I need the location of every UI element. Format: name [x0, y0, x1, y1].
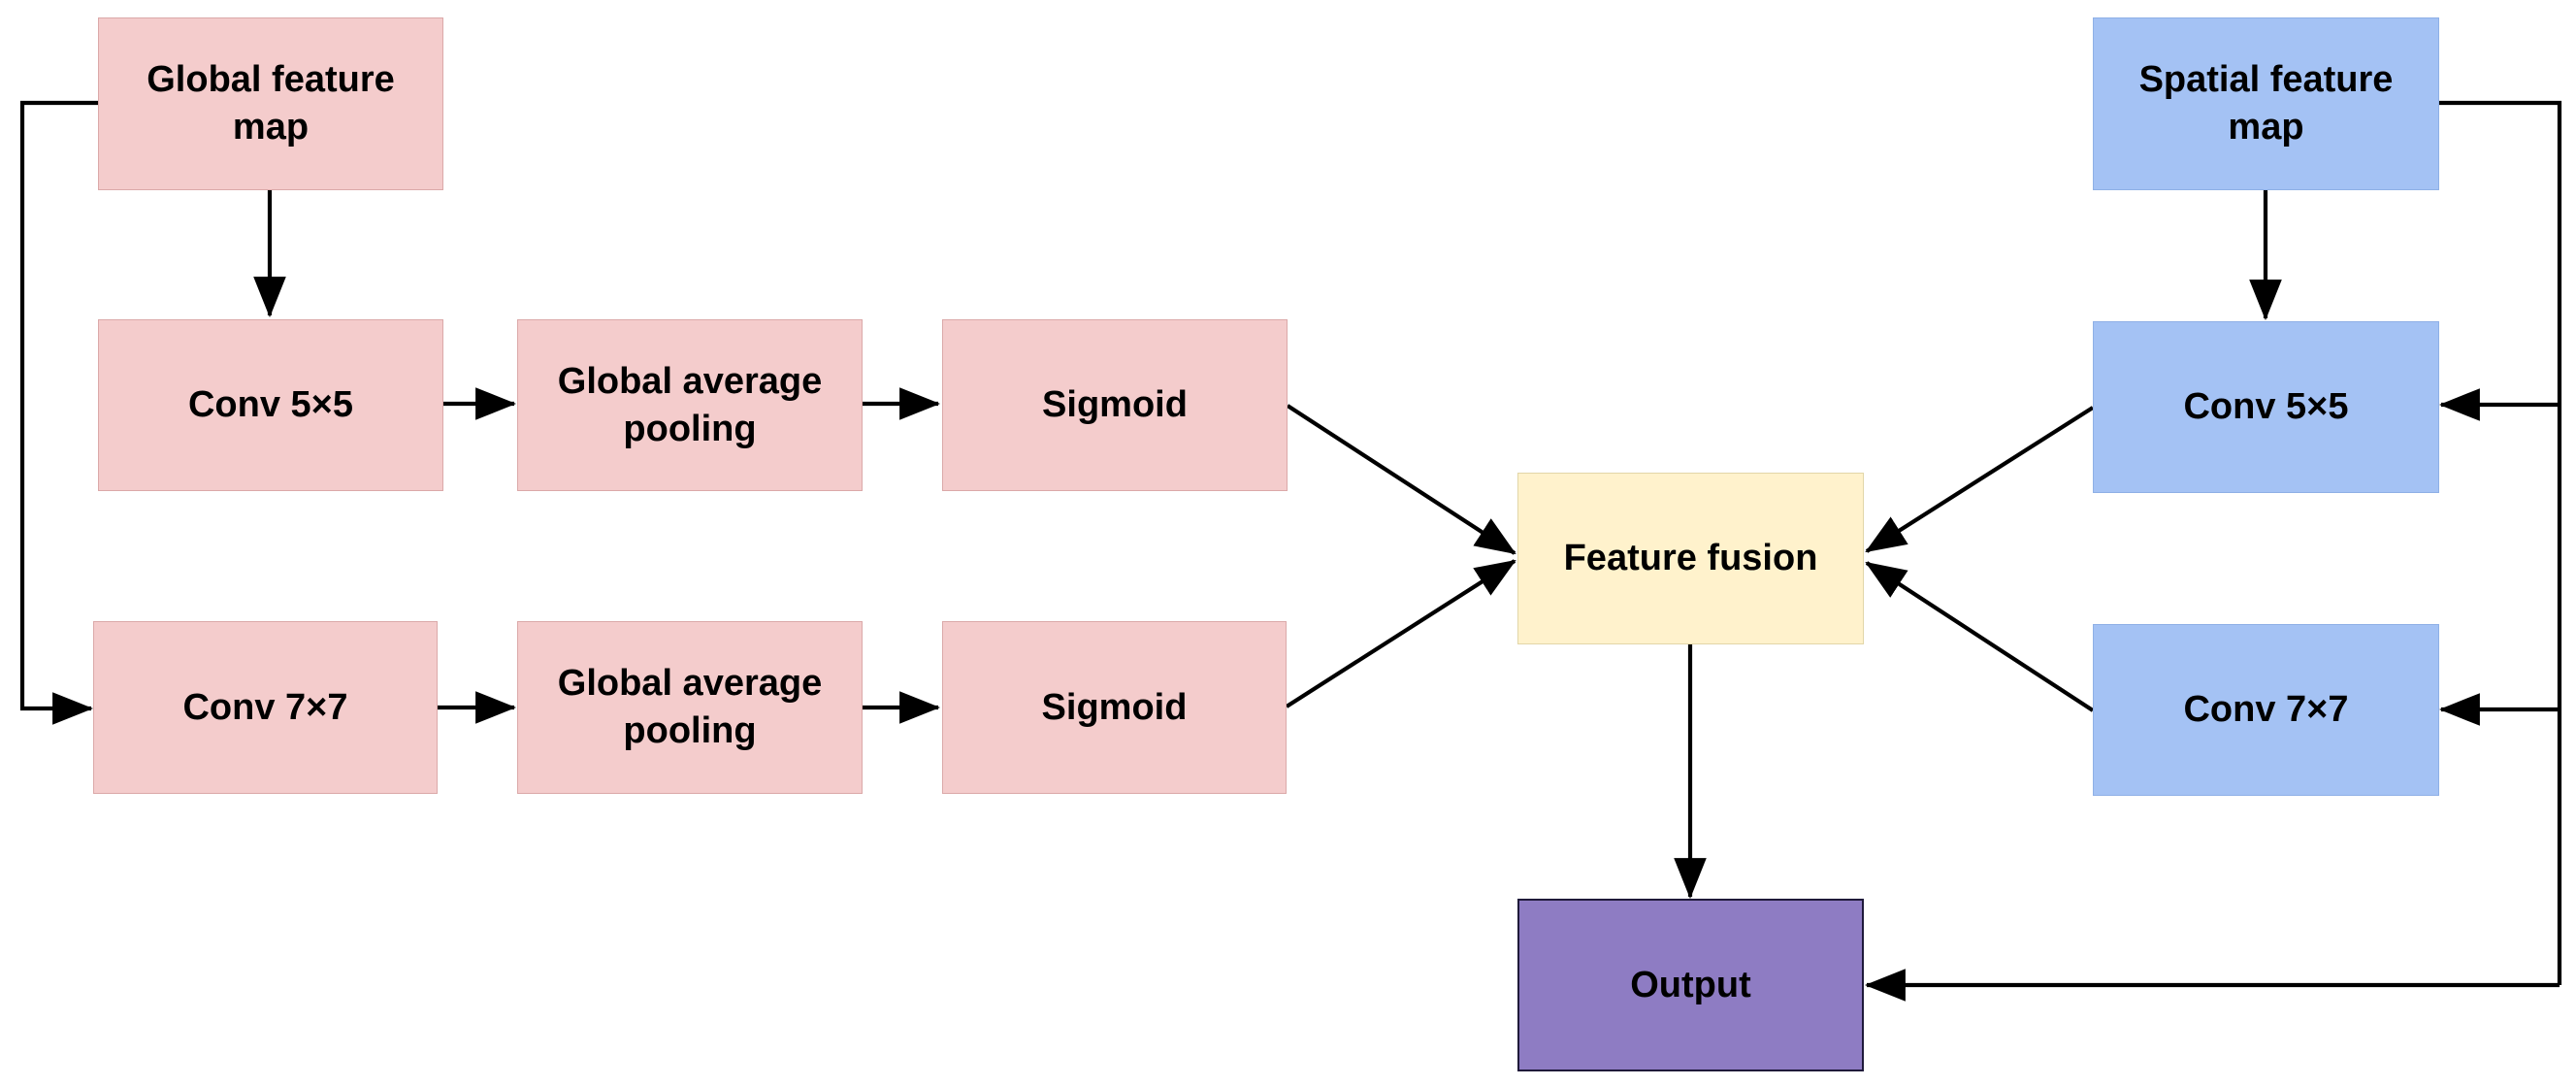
- arrow-sigmoid-bottom-to-fusion: [1285, 559, 1516, 708]
- arrow-conv5-right-to-fusion: [1865, 406, 2095, 553]
- output-label: Output: [1630, 964, 1751, 1005]
- gap-bottom-box: Global average pooling: [517, 621, 863, 794]
- spatial-feature-map-label: Spatial feature map: [2138, 59, 2394, 148]
- arrow-conv7-right-to-fusion: [1865, 561, 2095, 712]
- conv7-right-label: Conv 7×7: [2183, 689, 2349, 730]
- arrow-sigmoid-top-to-fusion: [1286, 404, 1516, 555]
- arrow-global-to-conv7: [19, 100, 98, 725]
- sigmoid-bottom-box: Sigmoid: [942, 621, 1287, 794]
- gap-top-box: Global average pooling: [517, 319, 863, 491]
- spatial-feature-map-box: Spatial feature map: [2093, 17, 2439, 190]
- feature-fusion-label: Feature fusion: [1563, 538, 1818, 578]
- global-feature-map-box: Global feature map: [98, 17, 443, 190]
- sigmoid-top-label: Sigmoid: [1042, 384, 1188, 425]
- feature-fusion-box: Feature fusion: [1517, 473, 1864, 644]
- conv5-left-label: Conv 5×5: [187, 384, 354, 425]
- conv7-left-label: Conv 7×7: [182, 686, 348, 728]
- conv5-right-box: Conv 5×5: [2093, 321, 2439, 493]
- conv5-right-label: Conv 5×5: [2183, 386, 2349, 427]
- conv5-left-box: Conv 5×5: [98, 319, 443, 491]
- sigmoid-bottom-label: Sigmoid: [1041, 686, 1188, 728]
- gap-bottom-label: Global average pooling: [557, 663, 823, 751]
- spatial-right-trunk: [2439, 100, 2562, 985]
- global-feature-map-label: Global feature map: [147, 59, 395, 148]
- output-box: Output: [1517, 899, 1864, 1071]
- gap-top-label: Global average pooling: [557, 360, 823, 449]
- conv7-left-box: Conv 7×7: [93, 621, 438, 794]
- conv7-right-box: Conv 7×7: [2093, 624, 2439, 796]
- sigmoid-top-box: Sigmoid: [942, 319, 1288, 491]
